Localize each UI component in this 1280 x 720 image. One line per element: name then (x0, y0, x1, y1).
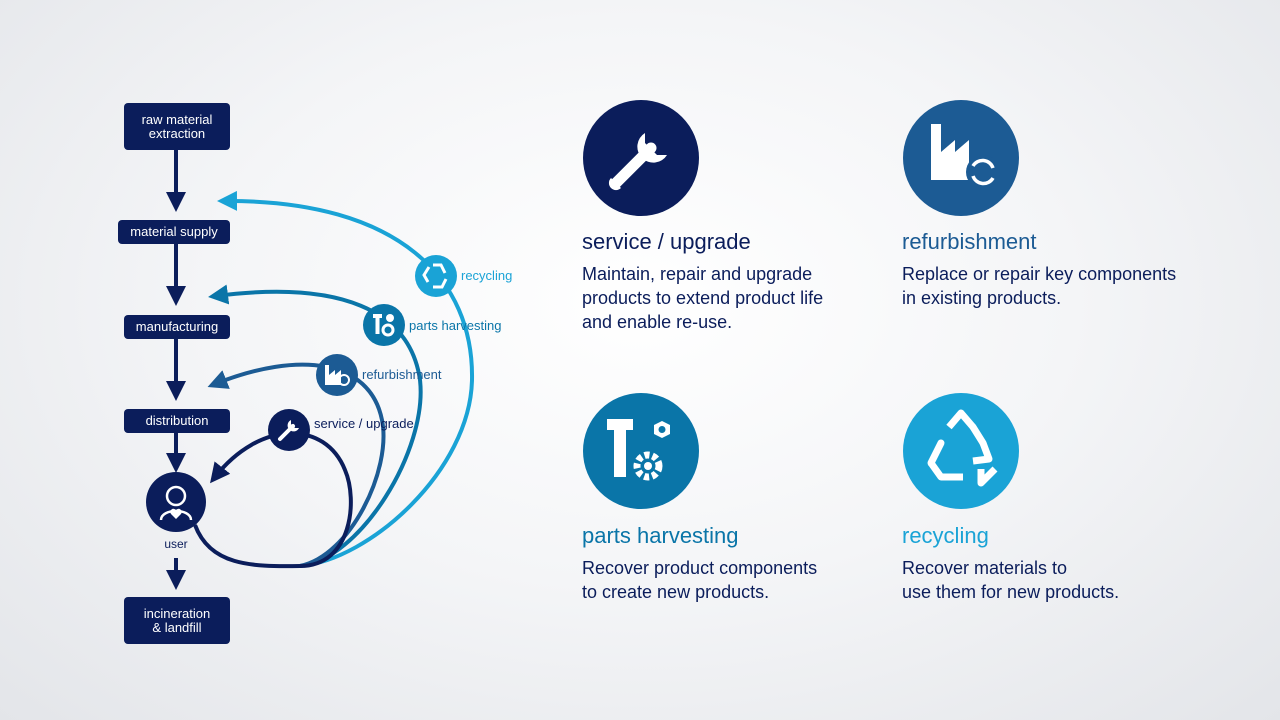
service-upgrade-loop-label: service / upgrade (314, 416, 414, 431)
wrench-icon (583, 100, 699, 216)
parts-harvesting-loop-label: parts harvesting (409, 318, 502, 333)
wrench-icon (268, 409, 310, 451)
parts-harvesting-title: parts harvesting (582, 523, 739, 548)
user-return-line (193, 524, 301, 569)
recycling-title: recycling (902, 523, 989, 548)
factory-refresh-icon (903, 100, 1019, 216)
manufacturing-box: manufacturing (124, 315, 230, 339)
raw-material-extraction-box: raw material extraction (124, 103, 230, 150)
refurbishment-loop (207, 362, 386, 568)
material-supply-box: material supply (118, 220, 230, 244)
tools-icon (363, 304, 405, 346)
refurbishment-card-icon (903, 100, 1019, 216)
service-upgrade-card-icon (583, 100, 699, 216)
service-upgrade-loop (210, 431, 353, 568)
incineration-landfill-box: incineration & landfill (124, 597, 230, 644)
recycle-icon (415, 255, 457, 297)
recycle-icon (903, 393, 1019, 509)
refurbishment-loop-label: refurbishment (362, 367, 442, 382)
user-label: user (164, 537, 188, 551)
distribution-box: distribution (124, 409, 230, 433)
parts-harvesting-description: Recover product components to create new… (582, 558, 818, 602)
tools-icon (583, 393, 699, 509)
factory-refresh-icon (316, 354, 358, 396)
user-heart-icon (146, 472, 206, 532)
recycling-card-icon (903, 393, 1019, 509)
circular-economy-diagram (146, 150, 475, 590)
parts-harvesting-loop (208, 284, 423, 568)
recycling-loop-label: recycling (461, 268, 513, 283)
recycling-loop (217, 190, 475, 568)
recycling-description: Recover materials to use them for new pr… (902, 558, 1120, 602)
service-upgrade-title: service / upgrade (582, 229, 751, 254)
parts-harvesting-card-icon (583, 393, 699, 509)
refurbishment-title: refurbishment (902, 229, 1037, 254)
service-upgrade-description: Maintain, repair and upgrade products to… (582, 264, 824, 332)
refurbishment-description: Replace or repair key components in exis… (902, 264, 1177, 308)
